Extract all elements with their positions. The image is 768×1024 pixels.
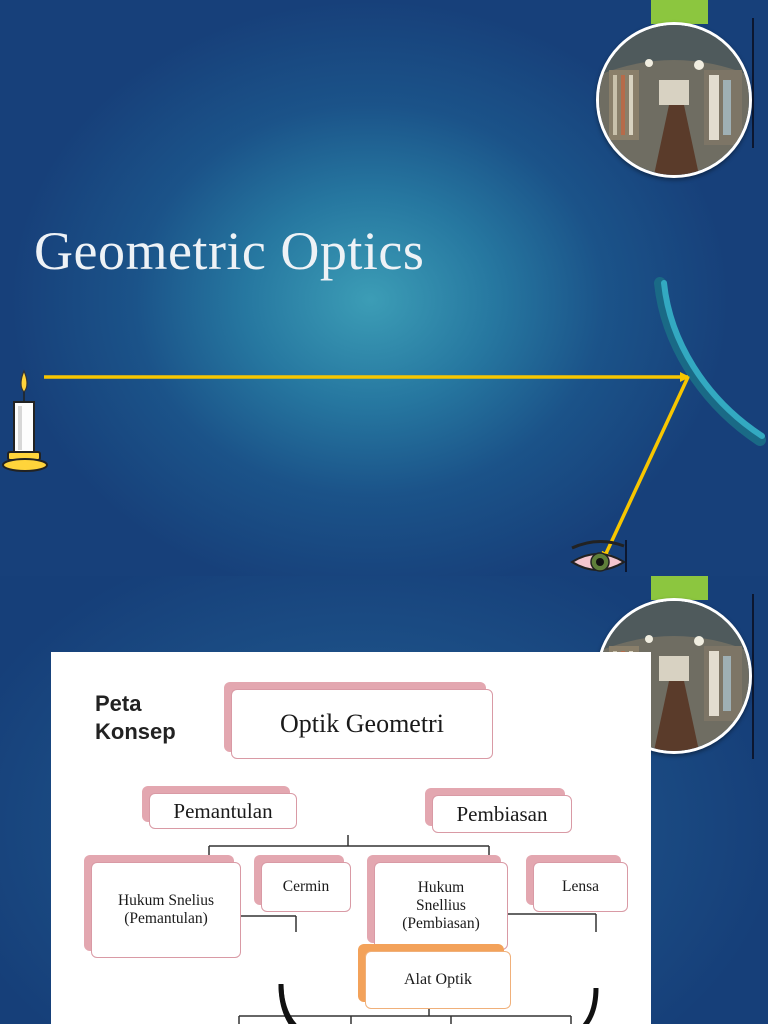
slide-concept-map: Peta Konsep Optik Geometri Pemantulan Pe… (0, 576, 768, 1024)
curved-mirror-icon (654, 277, 766, 446)
accent-tab (651, 0, 708, 24)
concept-leaf-lensa: Lensa (533, 862, 628, 912)
accent-line (752, 18, 754, 148)
eye-icon (570, 540, 627, 572)
concept-branch-pemantulan: Pemantulan (149, 793, 297, 829)
concept-leaf-hukum-snelius: Hukum Snelius (Pemantulan) (91, 862, 241, 958)
branch-label: Pemantulan (173, 798, 273, 823)
heading-line-1: Peta (95, 691, 142, 716)
slide-geometric-optics: Geometric Optics (0, 0, 768, 576)
leaf-label: Cermin (282, 878, 330, 896)
concept-leaf-cermin: Cermin (261, 862, 351, 912)
merge-label: Alat Optik (404, 970, 472, 988)
concept-root-label: Optik Geometri (280, 709, 444, 739)
branch-label: Pembiasan (456, 801, 548, 826)
concept-leaf-hukum-snellius: Hukum Snellius (Pembiasan) (374, 862, 508, 950)
accent-tab (651, 576, 708, 600)
leaf-label: Lensa (561, 878, 599, 896)
leaf-label: Hukum Snellius (Pembiasan) (402, 879, 480, 932)
concept-map-panel: Peta Konsep Optik Geometri Pemantulan Pe… (51, 652, 651, 1024)
porthole-photo-art (599, 25, 749, 175)
concept-merge-alat-optik: Alat Optik (365, 951, 511, 1009)
leaf-label: Hukum Snelius (Pemantulan) (117, 892, 215, 927)
porthole-photo (596, 22, 752, 178)
candle-icon (2, 369, 48, 472)
concept-map-heading: Peta Konsep (95, 690, 176, 746)
reflected-ray (601, 376, 690, 562)
concept-branch-pembiasan: Pembiasan (432, 795, 572, 833)
heading-line-2: Konsep (95, 719, 176, 744)
ray-diagram (2, 277, 766, 572)
concept-root: Optik Geometri (231, 689, 493, 759)
accent-line (752, 594, 754, 759)
slide-title: Geometric Optics (34, 221, 425, 281)
